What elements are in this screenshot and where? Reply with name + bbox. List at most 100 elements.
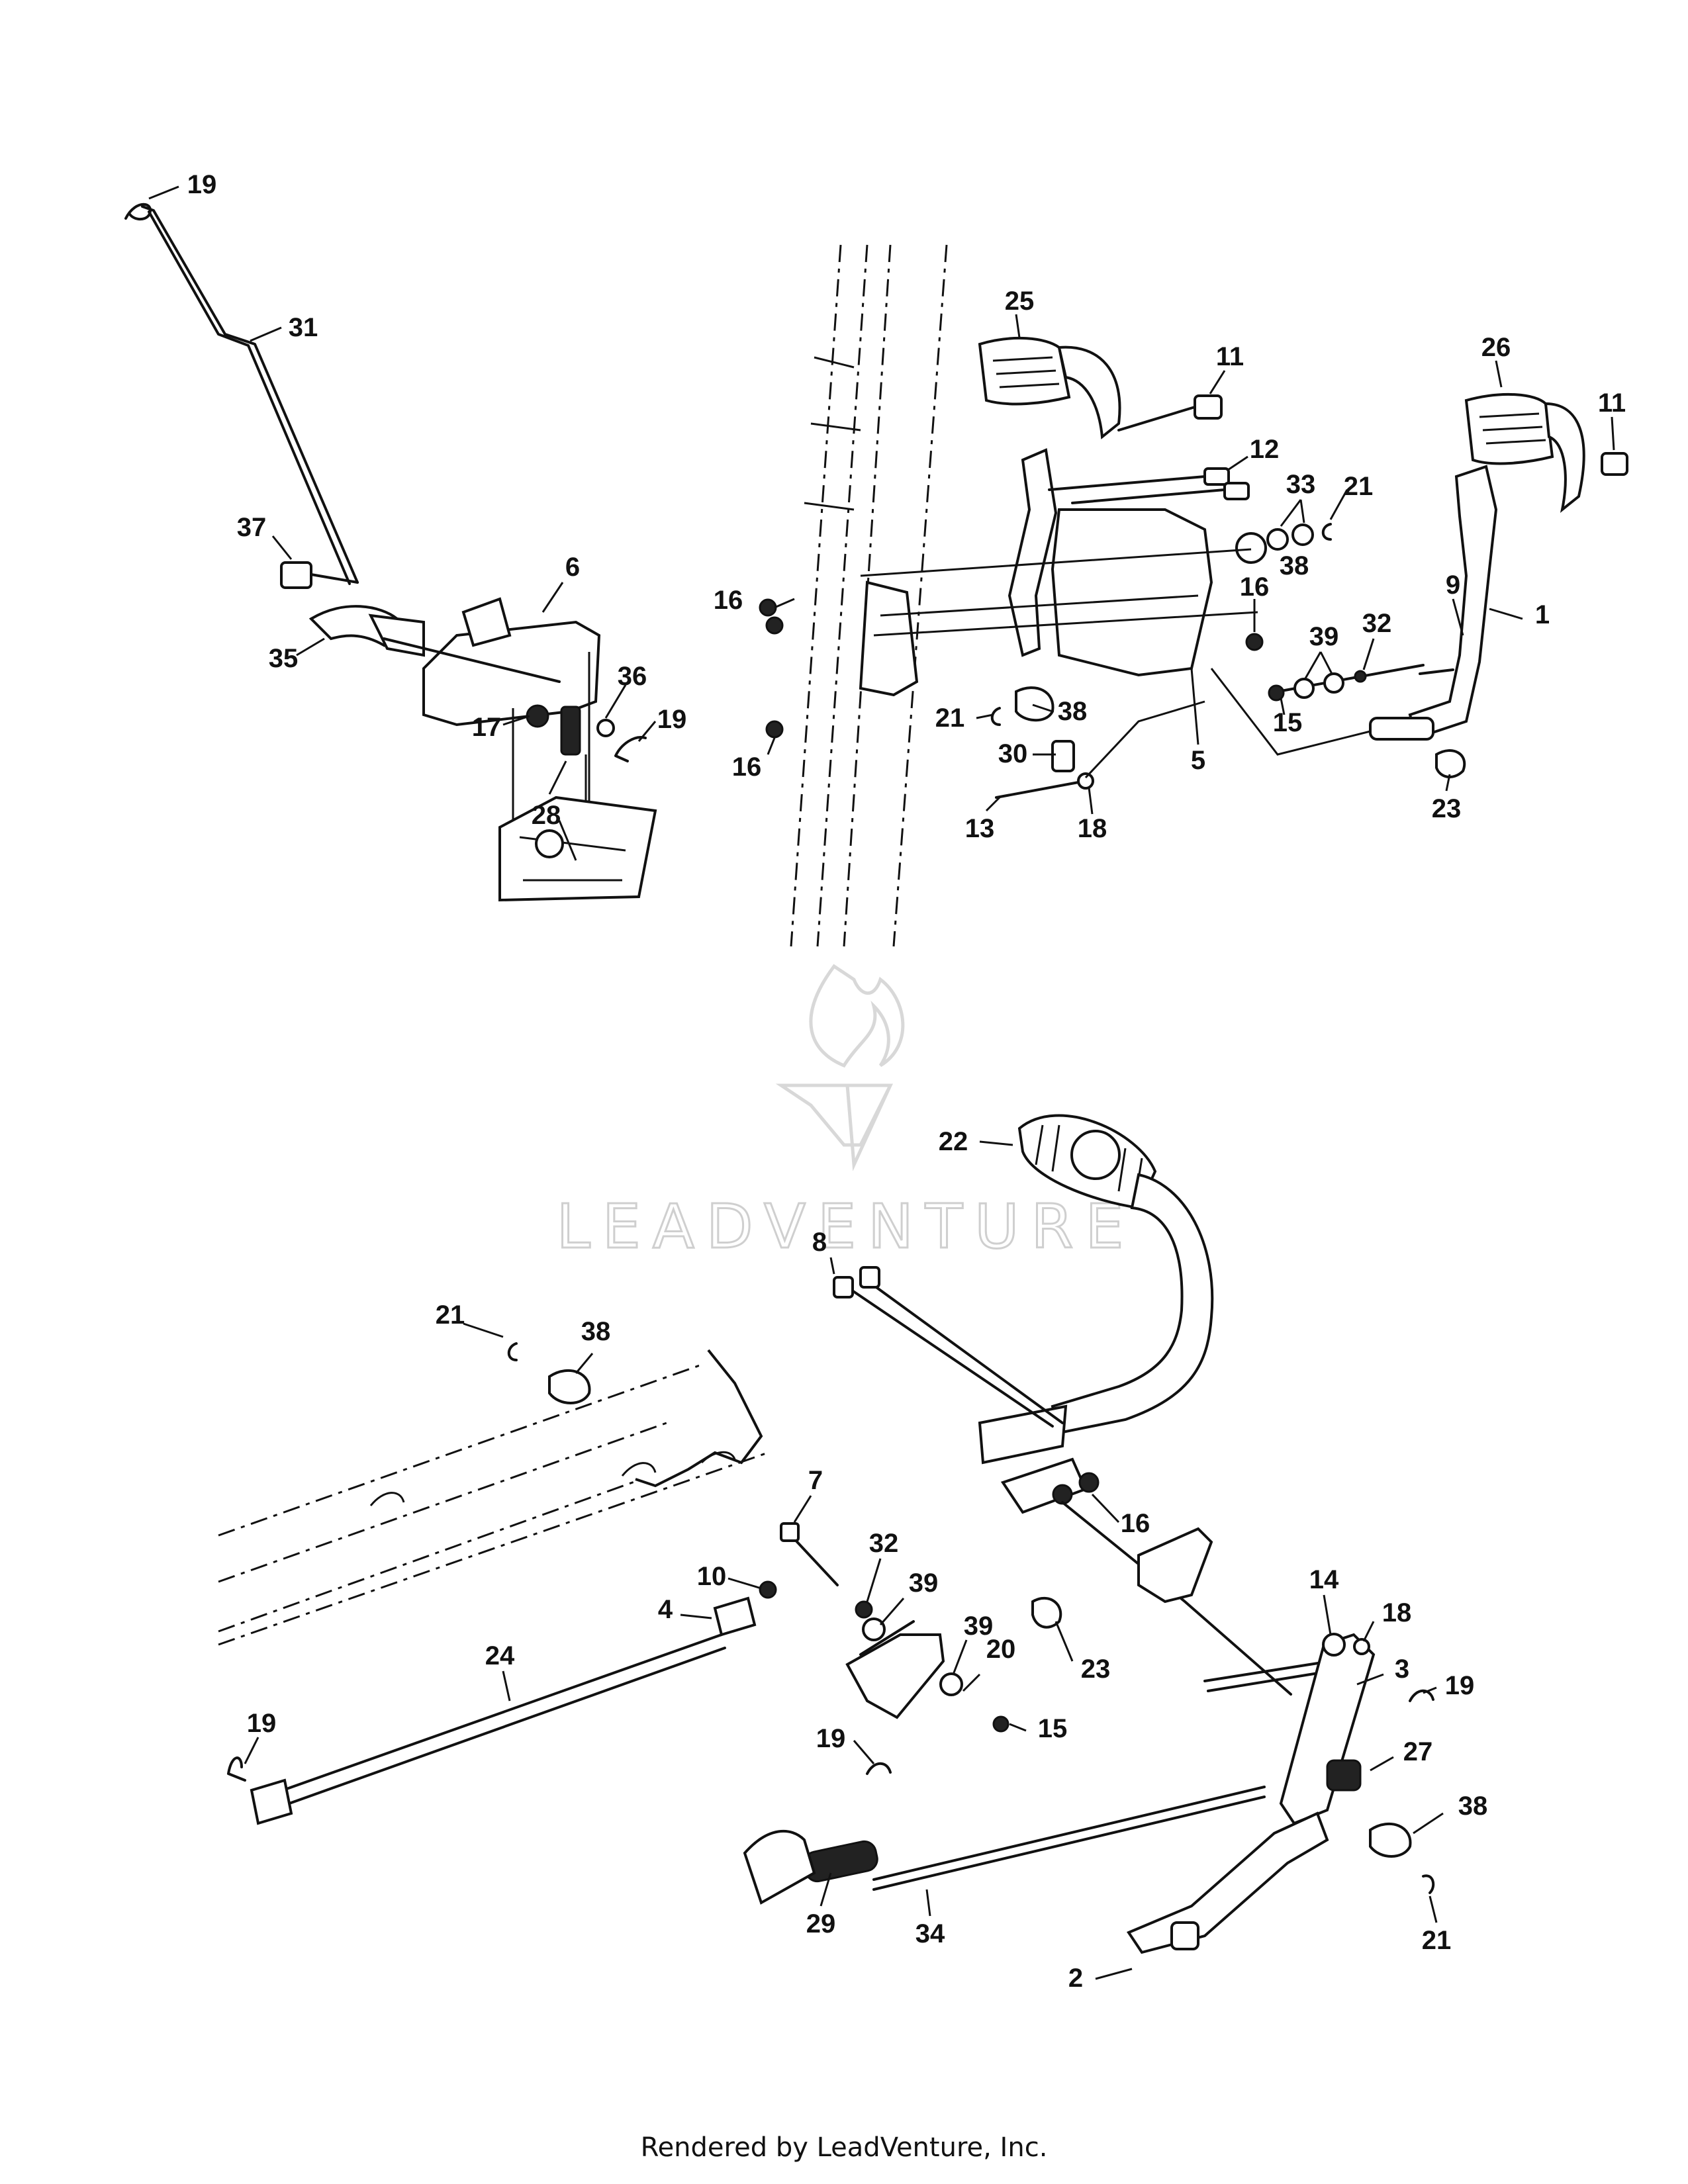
callout-30: 30 (998, 739, 1028, 768)
link-plate-part-20 (845, 1633, 945, 1719)
callout-38a: 38 (1280, 551, 1309, 580)
trunnion-part-4 (713, 1596, 757, 1637)
callout-15b: 15 (1038, 1714, 1068, 1743)
nut-part-16d (1245, 633, 1264, 651)
spring-bracket (743, 1830, 816, 1905)
callout-5: 5 (1191, 746, 1205, 775)
washer-part-39a (1293, 678, 1315, 699)
callout-39c: 39 (964, 1612, 994, 1641)
callout-37: 37 (237, 513, 267, 542)
callout-21c: 21 (436, 1300, 465, 1330)
callout-19e: 19 (1445, 1671, 1475, 1700)
callout-1: 1 (1535, 600, 1550, 629)
callout-18a: 18 (1078, 814, 1107, 843)
callout-39b: 39 (909, 1569, 939, 1598)
callout-10: 10 (697, 1562, 727, 1591)
washer-part-36 (596, 719, 615, 737)
spring-part-20 (859, 1620, 915, 1656)
spring-part-28 (560, 705, 581, 756)
nut-part-16a (759, 598, 777, 617)
brake-pedal-arm (1051, 1173, 1214, 1435)
linkage-lines (1084, 668, 1371, 779)
callout-8: 8 (812, 1228, 827, 1257)
bolt-part-11a (1194, 394, 1223, 420)
callout-15a: 15 (1273, 708, 1303, 737)
mount-plate (1000, 1457, 1088, 1514)
bolt-12-head-a (1203, 467, 1230, 486)
nut-part-16b (765, 616, 784, 635)
callout-2: 2 (1068, 1964, 1083, 1993)
bolt-part-7 (790, 1534, 839, 1586)
hairpin-clip-part-19d (866, 1762, 892, 1775)
hairpin-clip-part-19e (1409, 1689, 1434, 1702)
shaft-lines (860, 548, 1258, 637)
e-clip-part-21b (990, 707, 1001, 726)
bushing (1369, 717, 1434, 741)
lift-rod-edge (148, 210, 351, 585)
callout-32b: 32 (869, 1529, 899, 1558)
pedal-frame-assembly (759, 244, 1628, 947)
pedal-arm-25 (1057, 345, 1121, 439)
nut-part-15b (992, 1715, 1009, 1733)
spring-part-29 (803, 1840, 878, 1883)
frame-rail-detail (804, 356, 861, 511)
callout-35: 35 (269, 644, 299, 673)
callout-16b: 16 (1240, 572, 1270, 602)
pin-part-9 (1419, 668, 1454, 675)
callout-28: 28 (532, 801, 561, 830)
rod-24-end (250, 1778, 293, 1825)
callout-22: 22 (939, 1127, 968, 1156)
callout-33: 33 (1286, 470, 1316, 499)
callout-38c: 38 (581, 1317, 611, 1346)
nut-part-15a (1268, 684, 1285, 702)
callout-11b: 11 (1598, 388, 1626, 418)
callout-27: 27 (1403, 1737, 1433, 1766)
nut-part-38d (1369, 1823, 1412, 1858)
bolt-7-head (780, 1522, 800, 1542)
watermark-text: LEADVENTURE (556, 1191, 1135, 1262)
v-logo-icon (775, 1083, 894, 1171)
callout-16c: 16 (732, 752, 762, 782)
hairpin-clip-part-19c (227, 1756, 246, 1782)
callout-38b: 38 (1058, 697, 1088, 726)
washer-part-39d (939, 1672, 963, 1696)
callout-19a: 19 (187, 170, 217, 199)
bolt-8-head-b (859, 1266, 880, 1289)
pedal-pad-grip-26 (1479, 412, 1546, 445)
callout-18b: 18 (1382, 1598, 1412, 1627)
callout-21a: 21 (1344, 472, 1374, 501)
pivot-rod (383, 637, 561, 683)
cable-part-34 (872, 1786, 1266, 1891)
hairpin-clip-part-19b (614, 736, 647, 762)
lever-part-2 (1126, 1811, 1329, 1954)
callout-32a: 32 (1362, 609, 1392, 638)
spring-part-27 (1326, 1759, 1362, 1792)
callout-leaders (148, 185, 1615, 1980)
callout-34: 34 (915, 1919, 945, 1948)
callout-29: 29 (806, 1909, 836, 1938)
bushing-part-23b (1031, 1596, 1062, 1629)
lever-2-pin (1170, 1921, 1199, 1950)
bolts-part-8 (846, 1279, 1064, 1428)
callout-17: 17 (472, 713, 502, 742)
bolt-8-head-a (833, 1276, 854, 1298)
base-plate-hole (535, 829, 564, 858)
callout-16d: 16 (1121, 1509, 1150, 1538)
callout-38d: 38 (1458, 1792, 1488, 1821)
clip-part-32a (1354, 670, 1367, 683)
nut-part-16e (1052, 1484, 1073, 1505)
nut-part-17 (526, 704, 549, 728)
callout-20: 20 (986, 1635, 1016, 1664)
frame-beam (218, 1359, 769, 1646)
callout-21d: 21 (1422, 1926, 1452, 1955)
bolt-part-11b (1601, 452, 1628, 476)
lift-rod-assembly (124, 203, 657, 902)
callout-23a: 23 (1432, 794, 1462, 823)
pivot-part-14 (1322, 1633, 1346, 1657)
washer-part-18b (1353, 1638, 1370, 1655)
frame-beam-notches (369, 1451, 736, 1506)
bolt-part-13 (995, 780, 1087, 799)
nut-part-16c (765, 720, 784, 739)
callout-19c: 19 (247, 1709, 277, 1738)
